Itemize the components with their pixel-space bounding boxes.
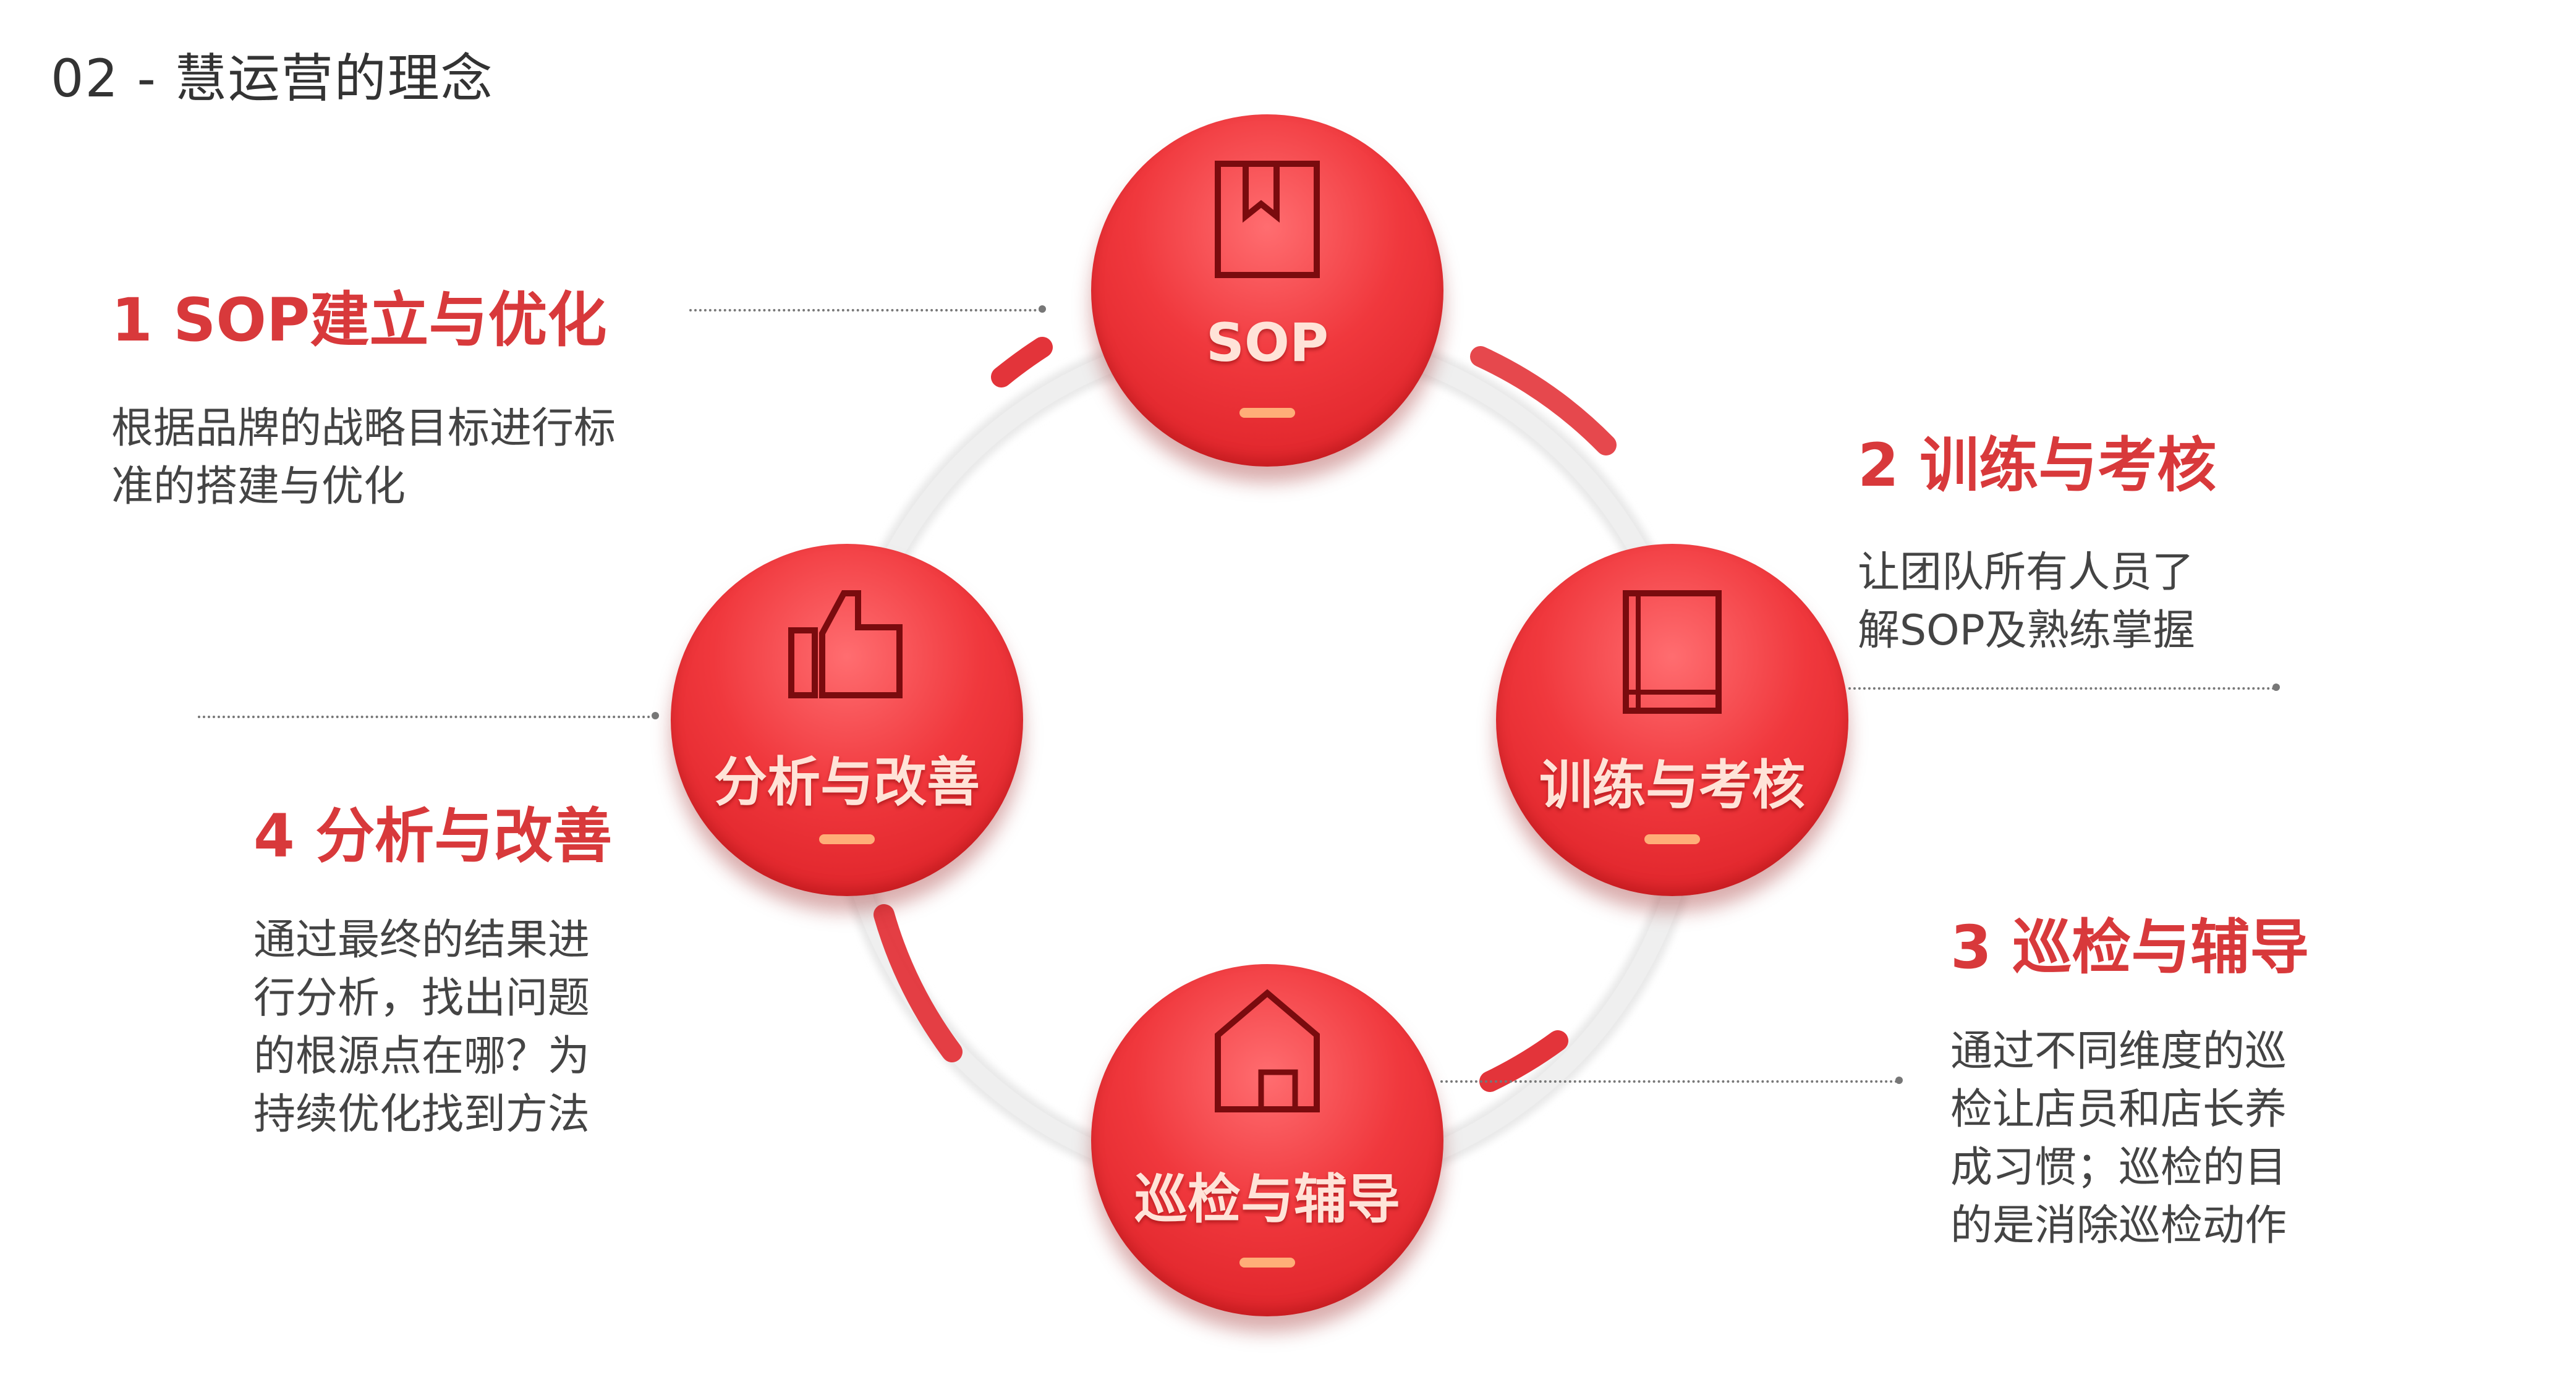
thumbs-up-icon bbox=[785, 584, 909, 704]
item-3-desc-line: 的是消除巡检动作 bbox=[1950, 1201, 2287, 1250]
item-3-desc-line: 通过不同维度的巡 bbox=[1950, 1027, 2287, 1076]
item-1-title: 1 SOP建立与优化 bbox=[111, 286, 607, 355]
item-3-desc-line: 成习惯；巡检的目 bbox=[1950, 1143, 2287, 1192]
item-1-desc-line: 根据品牌的战略目标进行标 bbox=[111, 404, 616, 453]
connector-dot-1 bbox=[1039, 305, 1046, 313]
house-icon bbox=[1209, 986, 1326, 1118]
item-4-desc: 通过最终的结果进 行分析，找出问题 的根源点在哪？为 持续优化找到方法 bbox=[253, 912, 590, 1144]
item-3-desc-line: 检让店员和店长养 bbox=[1950, 1085, 2287, 1134]
book-icon bbox=[1620, 587, 1725, 719]
item-3-title: 3 巡检与辅导 bbox=[1950, 913, 2310, 982]
node-analysis[interactable]: 分析与改善 bbox=[671, 544, 1023, 896]
item-4-desc-line: 持续优化找到方法 bbox=[253, 1090, 590, 1139]
item-2-desc-line: 解SOP及熟练掌握 bbox=[1858, 606, 2195, 655]
item-1-desc-line: 准的搭建与优化 bbox=[111, 462, 406, 511]
item-4-desc-line: 的根源点在哪？为 bbox=[253, 1032, 590, 1081]
item-4-title: 4 分析与改善 bbox=[253, 802, 613, 871]
node-sop-dash bbox=[1239, 408, 1295, 418]
connector-line-3 bbox=[1440, 1080, 1898, 1083]
item-1-desc: 根据品牌的战略目标进行标 准的搭建与优化 bbox=[111, 400, 616, 516]
node-analysis-label: 分析与改善 bbox=[714, 751, 980, 813]
node-analysis-dash bbox=[819, 834, 875, 844]
connector-dot-2 bbox=[2272, 684, 2280, 691]
item-3-desc: 通过不同维度的巡 检让店员和店长养 成习惯；巡检的目 的是消除巡检动作 bbox=[1950, 1023, 2287, 1255]
bookmark-icon bbox=[1212, 158, 1323, 284]
page-title: 02 - 慧运营的理念 bbox=[51, 48, 494, 109]
item-2-title: 2 训练与考核 bbox=[1858, 431, 2217, 500]
node-training-label: 训练与考核 bbox=[1539, 755, 1805, 816]
node-inspection-label: 巡检与辅导 bbox=[1134, 1169, 1400, 1230]
connector-line-1 bbox=[689, 309, 1042, 311]
item-4-desc-line: 行分析，找出问题 bbox=[253, 974, 590, 1023]
node-training[interactable]: 训练与考核 bbox=[1496, 544, 1848, 896]
item-2-desc: 让团队所有人员了 解SOP及熟练掌握 bbox=[1858, 544, 2195, 660]
node-sop-label: SOP bbox=[1205, 312, 1329, 374]
node-inspection[interactable]: 巡检与辅导 bbox=[1091, 964, 1443, 1316]
node-inspection-dash bbox=[1239, 1258, 1295, 1268]
connector-line-2 bbox=[1848, 687, 2275, 690]
connector-line-4 bbox=[198, 716, 655, 718]
item-2-desc-line: 让团队所有人员了 bbox=[1858, 548, 2195, 597]
item-4-desc-line: 通过最终的结果进 bbox=[253, 916, 590, 965]
connector-dot-4 bbox=[652, 712, 659, 719]
node-sop[interactable]: SOP bbox=[1091, 114, 1443, 467]
connector-dot-3 bbox=[1895, 1077, 1903, 1084]
node-training-dash bbox=[1644, 834, 1700, 844]
